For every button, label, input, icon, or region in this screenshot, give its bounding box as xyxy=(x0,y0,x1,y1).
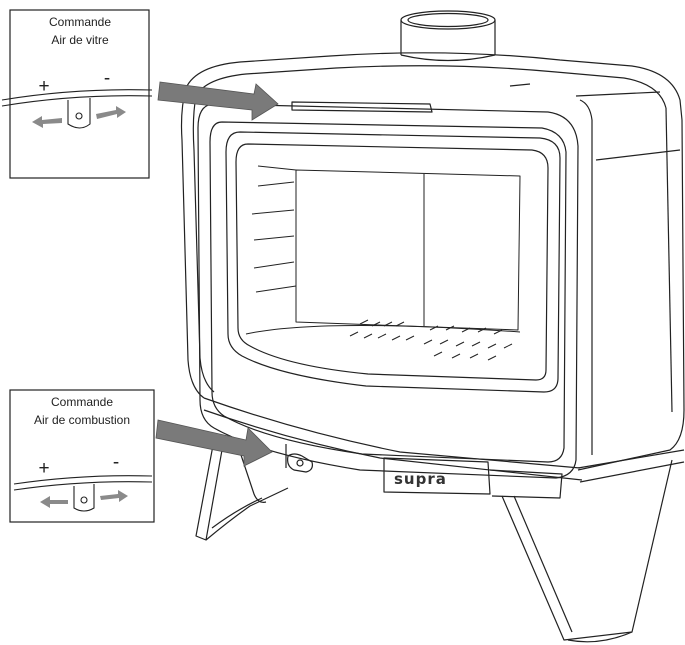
lower-band xyxy=(203,397,685,483)
slider-track xyxy=(1,89,153,107)
right-arrow-icon xyxy=(96,106,126,119)
combustion-air-pointer-arrow xyxy=(155,419,273,467)
left-leg xyxy=(195,439,289,541)
combustion-air-lever xyxy=(287,453,313,473)
glass-air-pointer-arrow xyxy=(157,81,279,121)
brand-logo-text: supra xyxy=(394,470,447,488)
brand-plate xyxy=(383,457,563,499)
flue-collar xyxy=(400,10,496,62)
glass-window xyxy=(225,131,561,393)
slider-track xyxy=(13,475,153,491)
left-arrow-icon xyxy=(32,116,62,128)
slider-knob xyxy=(67,98,91,129)
minus-sign: - xyxy=(113,452,119,473)
slider-knob xyxy=(73,484,95,512)
plus-sign: + xyxy=(38,458,49,479)
grate-slots xyxy=(349,319,513,361)
callout-title-line2: Air de combustion xyxy=(34,413,130,427)
callout-title-line1: Commande xyxy=(51,395,113,409)
left-arrow-icon xyxy=(40,496,68,508)
callout-combustion-air: Commande Air de combustion + - xyxy=(9,389,155,523)
minus-sign: - xyxy=(104,68,110,89)
plus-sign: + xyxy=(38,76,49,97)
stove-right-side-panel xyxy=(575,91,685,471)
callout-title-line1: Commande xyxy=(49,15,111,29)
stove-door xyxy=(197,101,579,479)
callout-title-line2: Air de vitre xyxy=(51,33,109,47)
firebox xyxy=(245,165,521,361)
right-leg xyxy=(501,459,673,643)
callout-box xyxy=(9,9,150,179)
callout-glass-air: Commande Air de vitre + - xyxy=(1,9,153,179)
stove-top-plate xyxy=(185,52,683,121)
stove-illustration xyxy=(180,10,685,643)
stove-left-edge xyxy=(180,87,205,399)
right-arrow-icon xyxy=(100,490,128,502)
